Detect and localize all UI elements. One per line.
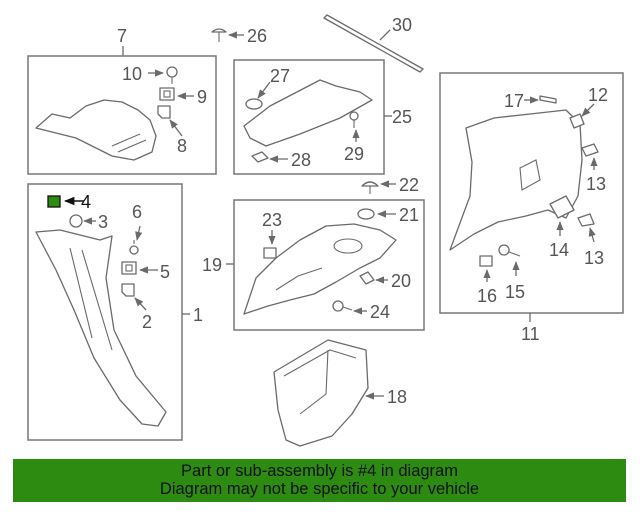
push-clip-22[interactable] bbox=[361, 181, 379, 187]
label-11: 11 bbox=[521, 324, 540, 344]
label-23: 23 bbox=[262, 210, 282, 230]
parts-diagram: 7 10 9 8 26 30 25 bbox=[27, 14, 624, 447]
label-6: 6 bbox=[132, 202, 142, 222]
label-10: 10 bbox=[122, 64, 142, 84]
label-27: 27 bbox=[270, 66, 290, 86]
label-14: 14 bbox=[549, 240, 569, 260]
label-4: 4 bbox=[81, 192, 91, 212]
label-8: 8 bbox=[177, 136, 187, 156]
info-banner: Part or sub-assembly is #4 in diagram Di… bbox=[13, 459, 626, 502]
upper-trim-panel[interactable] bbox=[35, 99, 157, 161]
label-24: 24 bbox=[370, 302, 390, 322]
part-18: 18 bbox=[273, 339, 407, 447]
label-3: 3 bbox=[98, 212, 108, 232]
label-9: 9 bbox=[197, 87, 207, 107]
label-18: 18 bbox=[387, 387, 407, 407]
push-clip-26[interactable] bbox=[211, 28, 227, 33]
part-22: 22 bbox=[361, 175, 419, 195]
group-25-mat: 25 27 29 28 bbox=[233, 59, 412, 175]
group-11-frame bbox=[439, 72, 624, 314]
clip-29[interactable] bbox=[349, 111, 359, 128]
label-28: 28 bbox=[291, 150, 311, 170]
group-7-upper-trim: 7 10 9 8 bbox=[27, 26, 217, 175]
label-7: 7 bbox=[117, 26, 127, 46]
clip-23[interactable] bbox=[263, 247, 277, 259]
label-17: 17 bbox=[504, 91, 524, 111]
label-29: 29 bbox=[344, 144, 364, 164]
label-30: 30 bbox=[392, 15, 412, 35]
pad-14[interactable] bbox=[549, 195, 575, 219]
label-20: 20 bbox=[391, 271, 411, 291]
label-2: 2 bbox=[142, 312, 152, 332]
label-26: 26 bbox=[247, 26, 267, 46]
nut-9[interactable] bbox=[159, 87, 175, 101]
nut-5[interactable] bbox=[121, 261, 137, 275]
group-1-pillar-trim: 1 4 3 6 5 2 bbox=[27, 183, 203, 441]
clip-28[interactable] bbox=[251, 151, 269, 163]
storage-bin-18[interactable] bbox=[273, 339, 369, 447]
grommet-21[interactable] bbox=[357, 208, 375, 220]
clip-6[interactable] bbox=[129, 240, 139, 255]
group-19-console: 19 23 21 20 24 bbox=[202, 199, 425, 331]
clip-20[interactable] bbox=[359, 271, 375, 285]
quarter-trim-panel[interactable] bbox=[449, 109, 583, 251]
clip-12[interactable] bbox=[569, 113, 585, 129]
label-5: 5 bbox=[160, 262, 170, 282]
bolt-15[interactable] bbox=[498, 244, 521, 257]
clip-10[interactable] bbox=[166, 66, 178, 84]
clip-8[interactable] bbox=[157, 105, 171, 119]
cap-13a[interactable] bbox=[581, 143, 599, 157]
clip-2[interactable] bbox=[121, 283, 135, 297]
group-7-frame bbox=[27, 55, 217, 175]
label-15: 15 bbox=[505, 282, 525, 302]
clip-3[interactable] bbox=[69, 214, 83, 228]
label-13b: 13 bbox=[584, 248, 604, 268]
clip-13b[interactable] bbox=[577, 213, 595, 227]
rod-30[interactable] bbox=[323, 14, 424, 73]
group-25-frame bbox=[233, 59, 385, 175]
grommet-27[interactable] bbox=[245, 98, 263, 110]
label-1: 1 bbox=[193, 305, 203, 325]
label-13a: 13 bbox=[586, 174, 606, 194]
group-19-frame bbox=[233, 199, 425, 331]
group-1-frame bbox=[27, 183, 183, 441]
label-16: 16 bbox=[477, 286, 497, 306]
highlighted-part-4[interactable] bbox=[47, 195, 61, 208]
label-12: 12 bbox=[588, 85, 608, 105]
label-25: 25 bbox=[392, 107, 412, 127]
pillar-trim-panel[interactable] bbox=[35, 229, 167, 427]
label-21: 21 bbox=[399, 205, 419, 225]
storage-mat[interactable] bbox=[243, 79, 373, 147]
clip-16[interactable] bbox=[479, 255, 493, 267]
label-19: 19 bbox=[202, 255, 222, 275]
bolt-17[interactable] bbox=[539, 95, 557, 104]
part-26: 26 bbox=[211, 26, 267, 46]
screw-24[interactable] bbox=[332, 300, 353, 312]
part-30: 30 bbox=[323, 14, 424, 73]
banner-line-1: Part or sub-assembly is #4 in diagram bbox=[181, 462, 458, 480]
group-11-quarter-trim: 11 17 12 13 14 13 16 15 bbox=[439, 72, 624, 344]
banner-line-2: Diagram may not be specific to your vehi… bbox=[159, 480, 480, 498]
label-22: 22 bbox=[399, 175, 419, 195]
